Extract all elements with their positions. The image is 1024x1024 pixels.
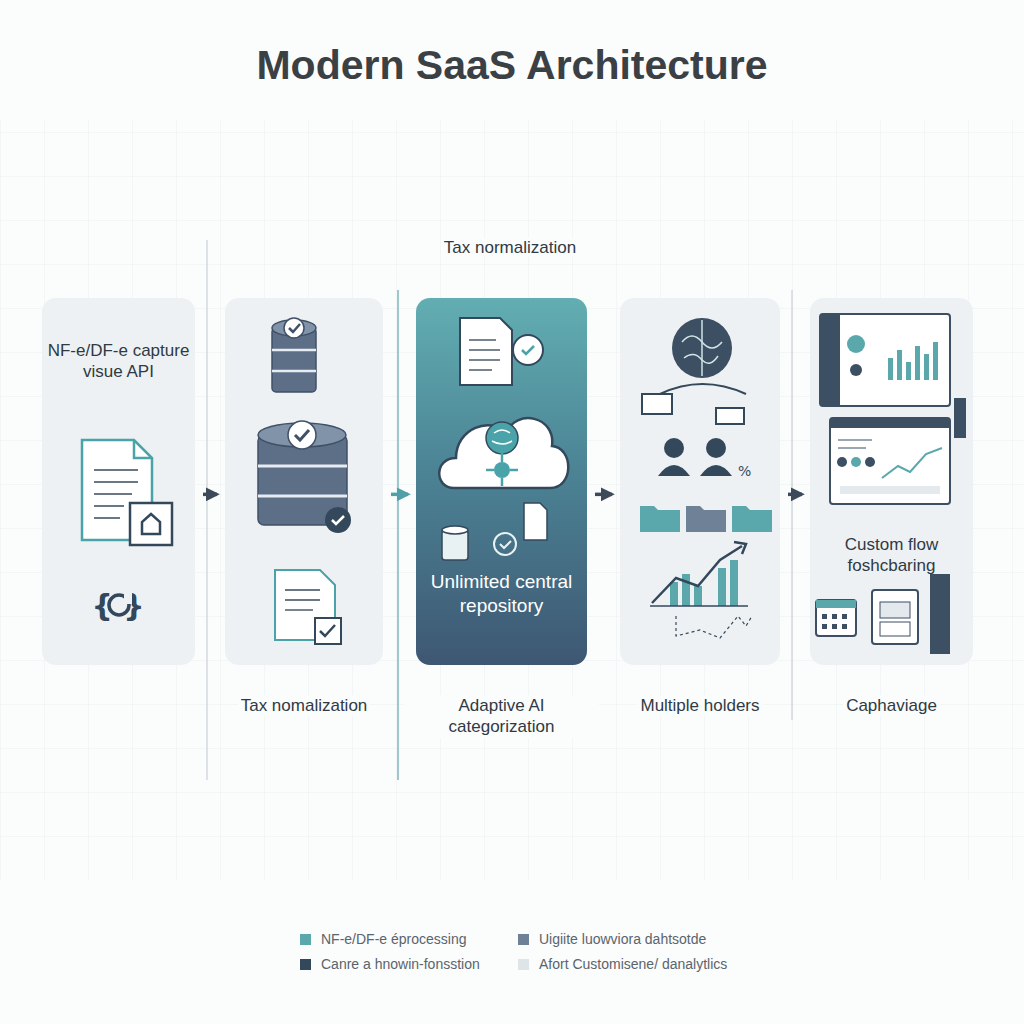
legend-swatch xyxy=(300,959,311,970)
flow-arrow xyxy=(595,493,612,497)
caption-slot: Multiple holders xyxy=(608,695,792,716)
label-slot: Tax normalization xyxy=(380,238,640,258)
caption-slot: Caphaviage xyxy=(798,695,985,716)
svg-text:%: % xyxy=(738,463,751,479)
legend-row: Uigiite luowviora dahtsotde xyxy=(518,931,706,947)
legend-text: Canre a hnowin-fonsstion xyxy=(321,956,480,972)
panel-caption: Multiple holders xyxy=(637,695,762,716)
panel-caption: Caphaviage xyxy=(843,695,940,716)
ai-icons: % xyxy=(620,298,780,665)
legend-swatch xyxy=(518,934,529,945)
panel-caption: Adaptive AI categorization xyxy=(404,695,599,738)
section-label: Tax normalization xyxy=(441,238,579,257)
legend-text: NF-e/DF-e éprocessing xyxy=(321,931,467,947)
panel-text: NF-e/DF-e capture visue API xyxy=(46,340,191,383)
panel-box: { } NF-e/DF-e capture visue API xyxy=(42,298,195,665)
svg-text:{ }: { } xyxy=(91,588,144,623)
panel-text: Unlimited central repository xyxy=(420,570,583,618)
diagram-title: Modern SaaS Architecture xyxy=(256,42,767,88)
flow-arrow xyxy=(391,493,408,497)
caption-slot: Tax nomalization xyxy=(213,695,395,716)
panel-box: Custom flow foshcbaringCaphaviage xyxy=(810,298,973,665)
text-slot: Custom flow foshcbaring xyxy=(814,534,969,577)
panel-text: Custom flow foshcbaring xyxy=(814,534,969,577)
legend-text: Uigiite luowviora dahtsotde xyxy=(539,931,706,947)
legend-text: Afort Customisene/ danalytlics xyxy=(539,956,727,972)
legend-row: Afort Customisene/ danalytlics xyxy=(518,956,727,972)
flow-arrow xyxy=(788,493,802,497)
database-icons xyxy=(225,298,383,665)
dashboard-icons xyxy=(810,298,973,665)
panel-box: Unlimited central repositoryAdaptive AI … xyxy=(416,298,587,665)
text-slot: Unlimited central repository xyxy=(420,570,583,618)
flow-arrow xyxy=(203,493,217,497)
text-slot: NF-e/DF-e capture visue API xyxy=(46,340,191,383)
panel-box: Tax nomalization xyxy=(225,298,383,665)
panel-caption: Tax nomalization xyxy=(238,695,371,716)
caption-slot: Adaptive AI categorization xyxy=(404,695,599,738)
legend-row: NF-e/DF-e éprocessing xyxy=(300,931,467,947)
panel-box: % Multiple holders xyxy=(620,298,780,665)
legend-swatch xyxy=(518,959,529,970)
title-slot: Modern SaaS Architecture xyxy=(0,42,1024,89)
legend-row: Canre a hnowin-fonsstion xyxy=(300,956,480,972)
legend-swatch xyxy=(300,934,311,945)
